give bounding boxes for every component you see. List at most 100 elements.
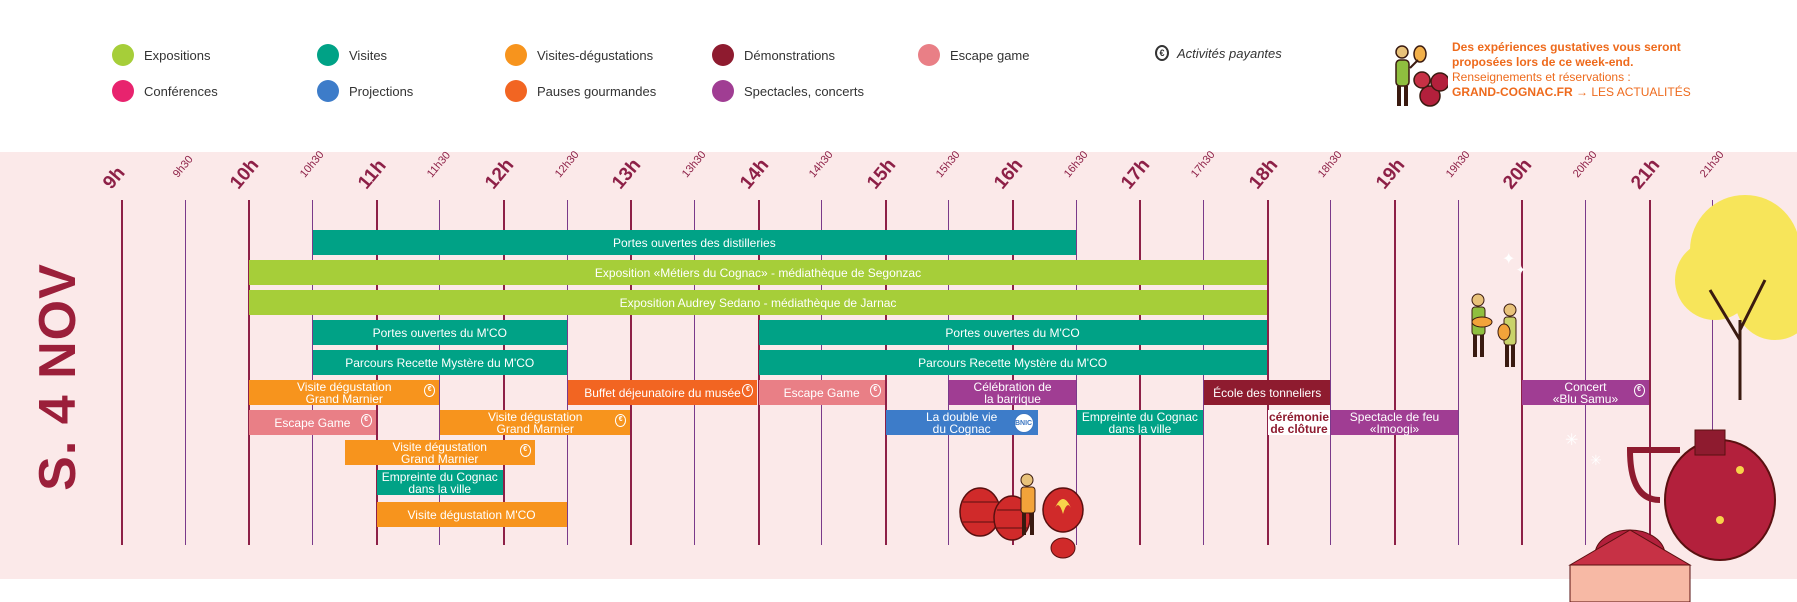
- legend-item: Escape game: [918, 43, 1030, 67]
- event-label: Visite dégustation M'CO: [407, 507, 536, 522]
- gridline: [1457, 200, 1459, 545]
- gridline: [248, 200, 251, 545]
- event-label: Exposition Audrey Sedano - médiathèque d…: [619, 295, 897, 310]
- gridline: [184, 200, 186, 545]
- svg-text:✳: ✳: [1565, 430, 1578, 449]
- legend-dot-icon: [918, 44, 940, 66]
- legend-label: Pauses gourmandes: [537, 83, 657, 99]
- legend-item: Projections: [317, 79, 413, 103]
- legend-dot-icon: [712, 80, 734, 102]
- legend-item: Démonstrations: [712, 43, 835, 67]
- bnic-logo-icon: BNIC: [1013, 413, 1034, 433]
- event-label: Portes ouvertes du M'CO: [372, 325, 507, 340]
- event-bar[interactable]: Portes ouvertes du M'CO: [758, 320, 1267, 345]
- event-label: Buffet déjeunatoire du musée: [584, 385, 741, 400]
- legend-dot-icon: [505, 44, 527, 66]
- event-bar[interactable]: Exposition Audrey Sedano - médiathèque d…: [249, 290, 1267, 315]
- date-text: S. 4 NOV: [29, 263, 87, 491]
- legend-dot-icon: [112, 44, 134, 66]
- legend-item: Visites-dégustations: [505, 43, 653, 67]
- event-bar[interactable]: Escape Game€: [758, 380, 885, 405]
- event-label: Parcours Recette Mystère du M'CO: [918, 355, 1108, 370]
- gridline: [1521, 200, 1524, 545]
- event-label: Escape Game: [274, 415, 351, 430]
- gridline: [566, 200, 568, 545]
- legend-item: Visites: [317, 43, 387, 67]
- event-bar[interactable]: Parcours Recette Mystère du M'CO: [758, 350, 1267, 375]
- legend-label: Spectacles, concerts: [744, 83, 864, 99]
- info-line2: proposées lors de ce week-end.: [1452, 55, 1634, 69]
- legend-paid-label: Activités payantes: [1177, 45, 1282, 61]
- info-line3: Renseignements et réservations :: [1452, 70, 1631, 84]
- gridline: [630, 200, 633, 545]
- winemaker-barrels-icon: [1395, 45, 1448, 107]
- gridline: [693, 200, 695, 545]
- event-label: Exposition «Métiers du Cognac» - médiath…: [594, 265, 922, 280]
- event-label: École des tonneliers: [1213, 385, 1322, 400]
- event-bar[interactable]: Visite dégustation M'CO: [376, 502, 567, 527]
- euro-coin-icon: €: [742, 384, 754, 397]
- info-arrow: → LES ACTUALITÉS: [1576, 85, 1691, 99]
- legend-dot-icon: [505, 80, 527, 102]
- legend-label: Visites: [349, 47, 388, 63]
- euro-coin-icon: €: [360, 414, 372, 427]
- info-site-link[interactable]: GRAND-COGNAC.FR: [1452, 85, 1573, 99]
- tree-and-still-illustration: ✳ ✳: [1565, 195, 1797, 602]
- gridline: [1394, 200, 1396, 545]
- legend-label: Escape game: [950, 47, 1030, 63]
- event-bar[interactable]: Parcours Recette Mystère du M'CO: [312, 350, 567, 375]
- euro-coin-icon: €: [869, 384, 881, 397]
- gridline: [1266, 200, 1269, 545]
- gridline: [311, 200, 313, 545]
- legend-item: Conférences: [112, 79, 218, 103]
- musicians-illustration: ✦ ✦: [1471, 250, 1526, 367]
- event-bar[interactable]: Escape Game €: [249, 410, 376, 435]
- date-label: S. 4 NOV: [28, 262, 88, 492]
- event-bar[interactable]: Spectacle de feu«Imoogi»: [1331, 410, 1458, 435]
- legend-label: Démonstrations: [744, 47, 836, 63]
- legend-label: Visites-dégustations: [537, 47, 654, 63]
- gridline: [121, 200, 123, 545]
- legend-label: Conférences: [144, 83, 218, 99]
- event-label: Concert«Blu Samu»: [1552, 379, 1619, 406]
- event-bar[interactable]: Buffet déjeunatoire du musée€: [567, 380, 758, 405]
- legend-dot-icon: [317, 80, 339, 102]
- gridline: [1330, 200, 1332, 545]
- event-label: Portes ouvertes du M'CO: [945, 325, 1080, 340]
- gridline: [1584, 200, 1586, 545]
- event-bar[interactable]: Concert«Blu Samu» €: [1522, 379, 1649, 406]
- legend-item: Spectacles, concerts: [712, 79, 864, 103]
- svg-text:✦: ✦: [1516, 263, 1526, 277]
- svg-text:✳: ✳: [1590, 453, 1602, 469]
- euro-coin-icon: €: [615, 414, 627, 427]
- event-bar[interactable]: École des tonneliers: [1204, 380, 1331, 405]
- event-bar[interactable]: Portes ouvertes des distilleries: [312, 230, 1076, 255]
- info-line1: Des expériences gustatives vous seront: [1452, 40, 1681, 54]
- gridline: [1712, 200, 1714, 545]
- euro-coin-icon: €: [1155, 45, 1169, 61]
- event-bar[interactable]: Portes ouvertes du M'CO: [312, 320, 567, 345]
- legend-paid: € Activités payantes: [1155, 45, 1282, 61]
- legend-dot-icon: [712, 44, 734, 66]
- event-label: Parcours Recette Mystère du M'CO: [345, 355, 535, 370]
- event-bar[interactable]: Exposition «Métiers du Cognac» - médiath…: [249, 260, 1267, 285]
- legend-dot-icon: [112, 80, 134, 102]
- legend-label: Expositions: [144, 47, 211, 63]
- euro-coin-icon: €: [1633, 384, 1645, 397]
- legend-item: Expositions: [112, 43, 210, 67]
